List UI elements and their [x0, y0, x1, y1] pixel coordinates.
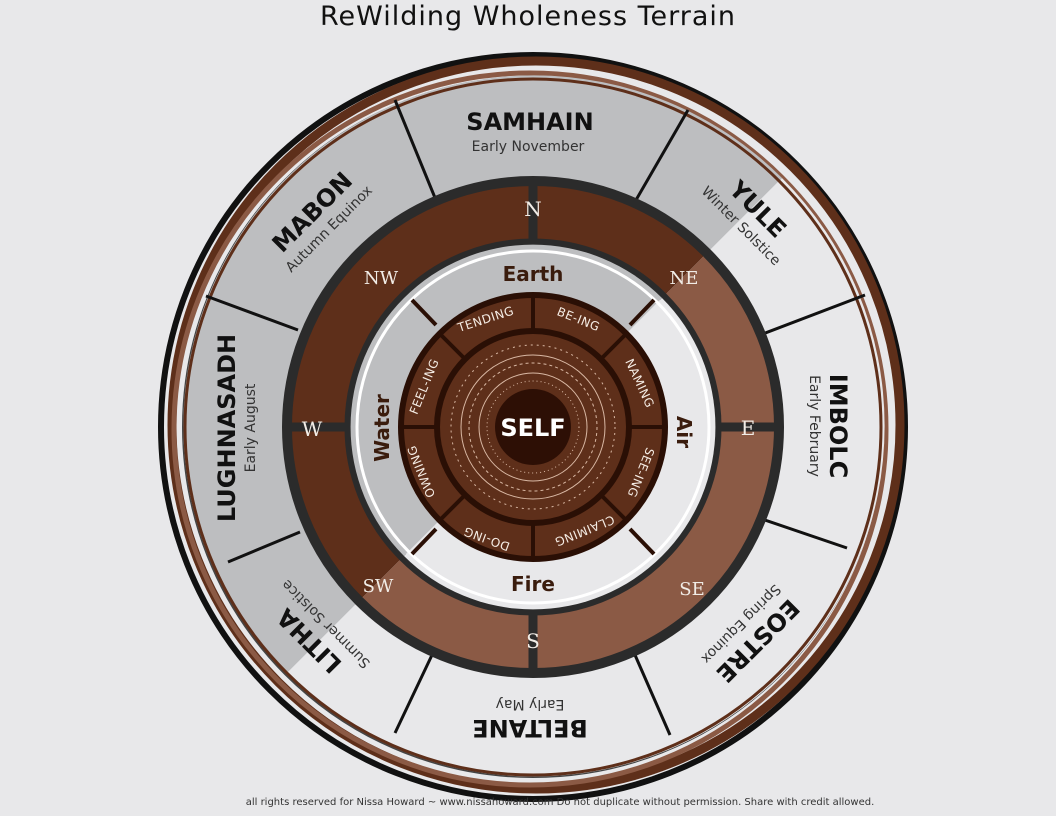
direction-e: E [741, 416, 756, 440]
element-labels: Earth Fire Air Water [370, 262, 696, 596]
outer-rings [158, 52, 908, 802]
season-dividers [205, 99, 866, 736]
element-earth: Earth [503, 262, 564, 286]
season-name: BELTANE [472, 714, 588, 742]
direction-nw: NW [364, 268, 399, 289]
ing-dividers [402, 296, 664, 558]
mandala-core [434, 328, 632, 526]
element-dividers [410, 298, 656, 556]
season-beltane: BELTANE Early May [472, 696, 588, 742]
season-name: LUGHNASADH [213, 334, 241, 522]
direction-s: S [526, 629, 540, 653]
element-water: Water [370, 394, 394, 462]
season-sub: Early May [496, 696, 565, 712]
element-fire: Fire [511, 572, 555, 596]
direction-se: SE [679, 579, 704, 600]
season-name: IMBOLC [824, 374, 852, 478]
season-sub: Early February [806, 375, 822, 477]
page-title: ReWilding Wholeness Terrain [319, 1, 737, 32]
direction-ne: NE [670, 268, 699, 289]
season-sub: Early November [472, 139, 585, 155]
season-samhain: SAMHAIN Early November [466, 108, 593, 155]
direction-spokes [286, 180, 780, 674]
copyright-footer: all rights reserved for Nissa Howard ~ w… [245, 797, 875, 808]
direction-n: N [524, 197, 542, 221]
season-imbolc: IMBOLC Early February [806, 374, 852, 478]
direction-labels: N NE E SE S SW W NW [302, 197, 756, 653]
season-lughnasadh: LUGHNASADH Early August [213, 334, 259, 522]
season-name: SAMHAIN [466, 108, 593, 136]
direction-w: W [302, 417, 323, 441]
center-self-label: SELF [500, 414, 565, 442]
direction-sw: SW [363, 576, 394, 597]
element-air: Air [672, 416, 696, 448]
season-sub: Early August [243, 383, 259, 472]
